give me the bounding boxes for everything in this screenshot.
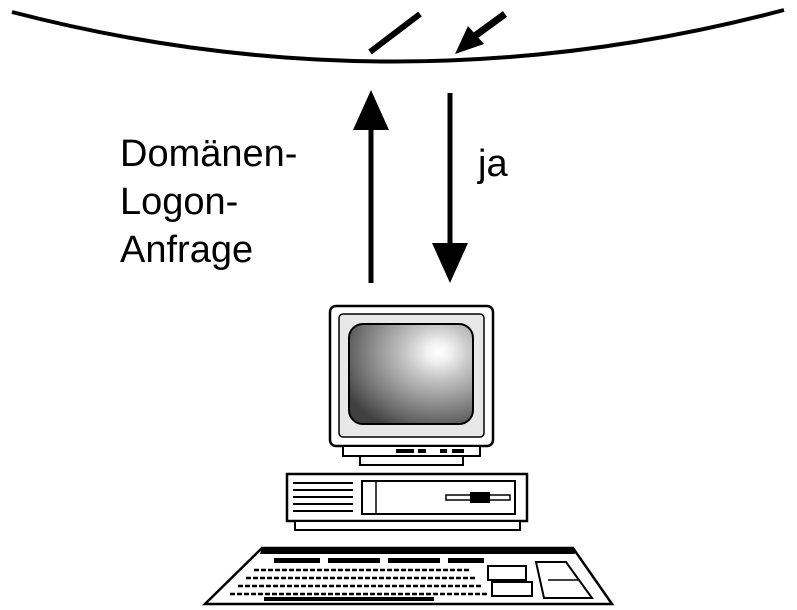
request-arrow-up — [353, 90, 389, 283]
request-label: Domänen- Logon- Anfrage — [120, 130, 297, 274]
keyboard — [201, 546, 615, 606]
request-label-line-1: Domänen- — [120, 133, 298, 175]
incoming-link-arrow — [455, 11, 508, 54]
response-label: ja — [478, 143, 508, 185]
response-arrow-down — [432, 93, 468, 283]
monitor-screen — [348, 323, 474, 425]
system-unit — [285, 472, 529, 531]
outgoing-link-slash — [368, 11, 422, 55]
request-label-line-2: Logon- — [120, 181, 239, 223]
network-curve — [11, 8, 785, 64]
request-label-line-3: Anfrage — [120, 229, 254, 271]
monitor — [328, 304, 495, 466]
desktop-computer-icon — [201, 304, 615, 606]
